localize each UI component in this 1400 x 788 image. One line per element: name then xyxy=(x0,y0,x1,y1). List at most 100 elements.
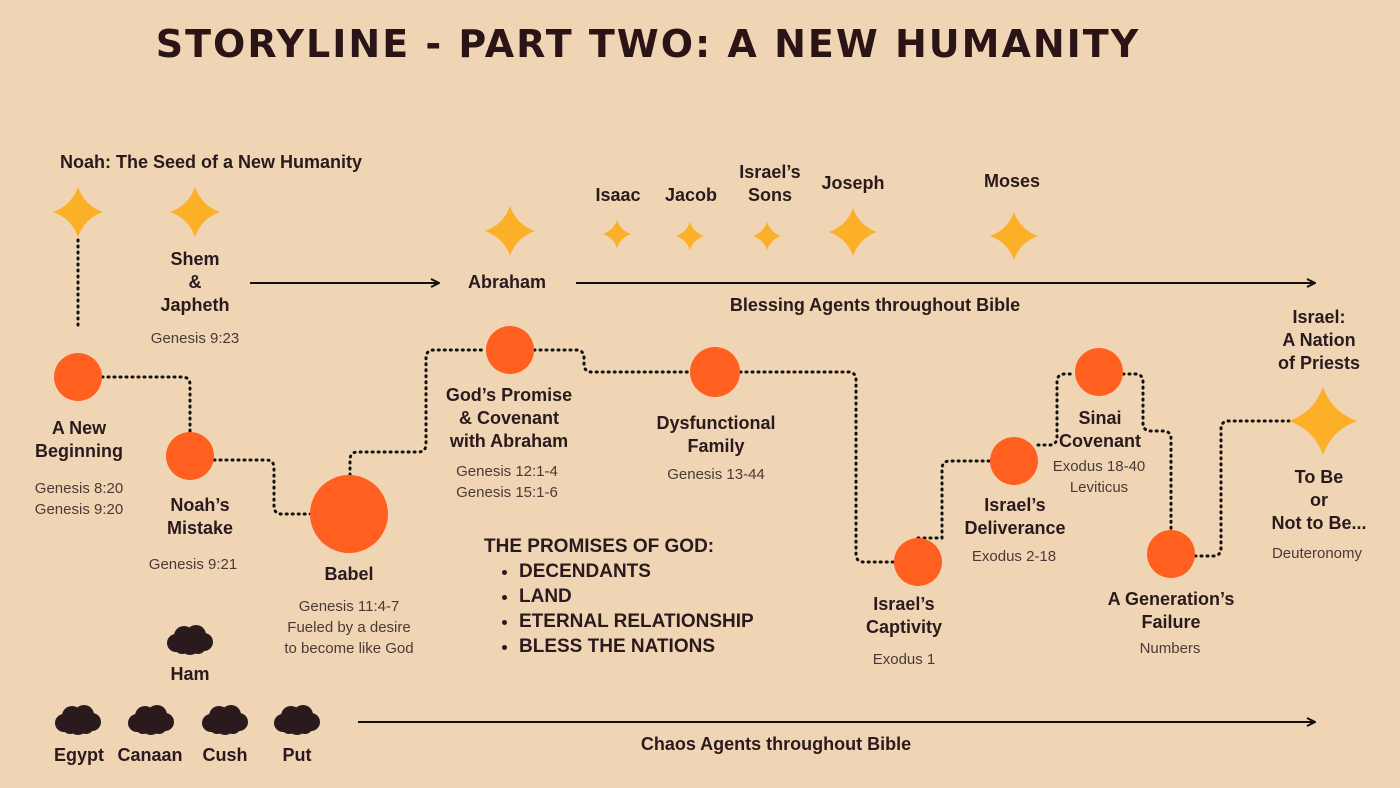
page-title: STORYLINE - PART TWO: A NEW HUMANITY xyxy=(155,22,1141,66)
timeline-node xyxy=(1075,348,1123,396)
label-line: & Covenant xyxy=(458,408,559,428)
label-line: or xyxy=(1310,490,1328,510)
star-icon xyxy=(829,208,877,256)
label-line: Deliverance xyxy=(964,518,1066,538)
timeline-node xyxy=(894,538,942,586)
israel-question: To Be or Not to Be... xyxy=(1254,466,1384,535)
label-line: A Nation xyxy=(1282,330,1356,350)
label-line: Sinai xyxy=(1078,408,1122,428)
ref-line: Exodus 18-40 xyxy=(1052,458,1146,475)
node-babel-refs: Genesis 11:4-7 Fueled by a desire to bec… xyxy=(264,596,434,659)
label-line: with Abraham xyxy=(449,431,569,451)
label-line: Mistake xyxy=(166,518,234,538)
ham-label: Ham xyxy=(170,664,210,684)
timeline-connector xyxy=(348,348,488,477)
promise-item: BLESS THE NATIONS xyxy=(519,634,754,659)
label-line: Israel: xyxy=(1292,307,1346,327)
label-line: of Priests xyxy=(1277,353,1361,373)
label-line: God’s Promise xyxy=(445,385,573,405)
label-line: Israel’s xyxy=(739,162,801,182)
node-generations-failure-title: A Generation’s Failure xyxy=(1091,588,1251,634)
timeline-connector xyxy=(1121,372,1173,532)
node-new-beginning-refs: Genesis 8:20 Genesis 9:20 xyxy=(19,478,139,520)
star-icon xyxy=(753,222,781,250)
label-line: To Be xyxy=(1294,467,1344,487)
israel-heading: Israel: A Nation of Priests xyxy=(1259,306,1379,375)
node-generations-failure-refs: Numbers xyxy=(1139,640,1201,657)
chaos-put-label: Put xyxy=(282,745,312,765)
agent-isaac-label: Isaac xyxy=(595,185,641,205)
label-line: Sons xyxy=(747,185,792,205)
cloud-icon xyxy=(55,705,101,735)
star-icon xyxy=(485,206,535,256)
ref-line: Genesis 9:20 xyxy=(34,501,124,518)
agent-israels-sons-label: Israel’s Sons xyxy=(720,161,820,207)
timeline-node xyxy=(166,432,214,480)
label-line: Not to Be... xyxy=(1271,513,1367,533)
chaos-cush-label: Cush xyxy=(202,745,248,765)
promises-heading: THE PROMISES OF GOD: xyxy=(484,536,715,557)
label-line: Captivity xyxy=(865,617,943,637)
label-line: Family xyxy=(687,436,745,456)
cloud-part xyxy=(281,718,297,734)
star-icon xyxy=(603,220,631,248)
node-dysfunctional-family-refs: Genesis 13-44 xyxy=(667,466,765,483)
timeline-node xyxy=(486,326,534,374)
star-icon xyxy=(170,187,220,237)
cloud-part xyxy=(62,718,78,734)
label-line: Covenant xyxy=(1058,431,1141,451)
shem-ref: Genesis 9:23 xyxy=(150,330,240,347)
node-gods-promise-refs: Genesis 12:1-4 Genesis 15:1-6 xyxy=(437,461,577,503)
ref-line: to become like God xyxy=(284,640,414,657)
ref-line: Genesis 15:1-6 xyxy=(456,484,558,501)
label-line: Dysfunctional xyxy=(656,413,776,433)
node-noahs-mistake-refs: Genesis 9:21 xyxy=(148,556,238,573)
cloud-part xyxy=(209,718,225,734)
cloud-part xyxy=(225,718,241,734)
label-line: A Generation’s xyxy=(1107,589,1235,609)
cloud-part xyxy=(190,638,206,654)
cloud-part xyxy=(78,718,94,734)
label-line: Israel’s xyxy=(984,495,1046,515)
label-line: A New xyxy=(51,418,107,438)
noah-heading: Noah: The Seed of a New Humanity xyxy=(60,152,363,172)
cloud-icon xyxy=(128,705,174,735)
cloud-icon xyxy=(202,705,248,735)
cloud-part xyxy=(174,638,190,654)
label-line: Noah’s xyxy=(170,495,230,515)
ref-line: Fueled by a desire xyxy=(287,619,411,636)
chaos-agents-label: Chaos Agents throughout Bible xyxy=(640,734,912,754)
cloud-part xyxy=(151,718,167,734)
node-babel-title: Babel xyxy=(324,564,374,584)
cloud-icon xyxy=(274,705,320,735)
node-israels-deliverance-title: Israel’s Deliverance xyxy=(950,494,1080,540)
cloud-part xyxy=(297,718,313,734)
node-sinai-covenant-title: Sinai Covenant xyxy=(1040,407,1160,453)
star-icon xyxy=(676,222,704,250)
node-israels-deliverance-refs: Exodus 2-18 xyxy=(971,548,1057,565)
label-line: Beginning xyxy=(35,441,123,461)
promise-item: LAND xyxy=(519,584,754,609)
israel-ref: Deuteronomy xyxy=(1271,545,1363,562)
chaos-canaan-label: Canaan xyxy=(117,745,183,765)
timeline-connector xyxy=(212,458,313,516)
timeline-connector xyxy=(100,375,192,434)
timeline-node xyxy=(310,475,388,553)
node-israels-captivity-refs: Exodus 1 xyxy=(872,651,936,668)
timeline-connector xyxy=(532,348,692,374)
shem-japheth-label: Shem & Japheth xyxy=(145,248,245,317)
node-israels-captivity-title: Israel’s Captivity xyxy=(844,593,964,639)
ref-line: Genesis 12:1-4 xyxy=(456,463,558,480)
label-line: Japheth xyxy=(160,295,230,315)
promises-of-god: THE PROMISES OF GOD: DECENDANTS LAND ETE… xyxy=(484,534,754,659)
label-line: Shem xyxy=(170,249,220,269)
label-line: & xyxy=(188,272,202,292)
star-icon xyxy=(990,212,1038,260)
node-sinai-covenant-refs: Exodus 18-40 Leviticus xyxy=(1039,456,1159,498)
promises-list: DECENDANTS LAND ETERNAL RELATIONSHIP BLE… xyxy=(484,559,754,659)
timeline-node xyxy=(990,437,1038,485)
cloud-part xyxy=(135,718,151,734)
blessing-agents-label: Blessing Agents throughout Bible xyxy=(729,295,1021,315)
chaos-egypt-label: Egypt xyxy=(53,745,104,765)
